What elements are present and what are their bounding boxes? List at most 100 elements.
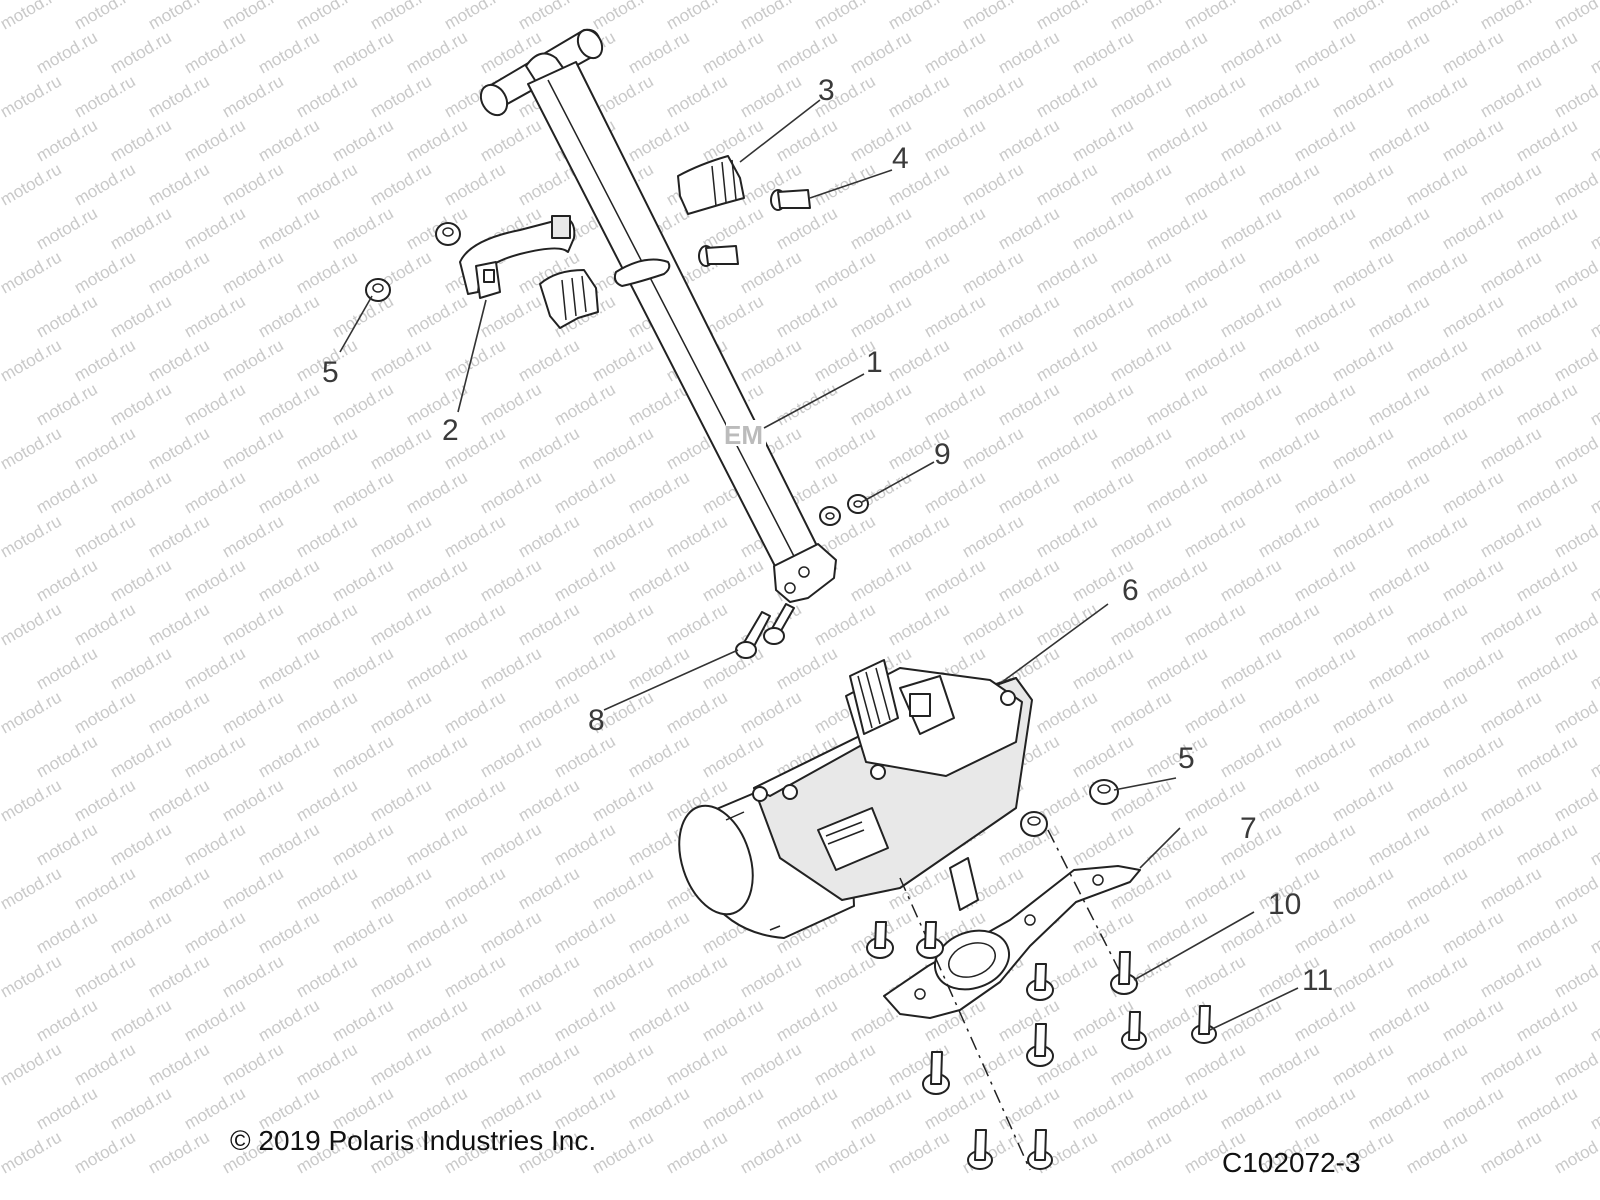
watermark-text: motod.ru xyxy=(1587,1083,1600,1133)
watermark-text: motod.ru xyxy=(71,1039,139,1089)
watermark-text: motod.ru xyxy=(1365,27,1433,77)
watermark-text: motod.ru xyxy=(773,1083,841,1133)
watermark-text: motod.ru xyxy=(847,203,915,253)
watermark-text: motod.ru xyxy=(885,511,953,561)
watermark-text: motod.ru xyxy=(1069,291,1137,341)
watermark-text: motod.ru xyxy=(0,335,65,385)
watermark-text: motod.ru xyxy=(1587,467,1600,517)
watermark-text: motod.ru xyxy=(145,423,213,473)
watermark-text: motod.ru xyxy=(1143,27,1211,77)
watermark-text: motod.ru xyxy=(293,775,361,825)
watermark-text: motod.ru xyxy=(847,1083,915,1133)
watermark-text: motod.ru xyxy=(737,335,805,385)
watermark-text: motod.ru xyxy=(181,27,249,77)
watermark-text: motod.ru xyxy=(1291,995,1359,1045)
watermark-text: motod.ru xyxy=(737,0,805,33)
watermark-text: motod.ru xyxy=(1439,819,1507,869)
watermark-text: motod.ru xyxy=(1033,247,1101,297)
watermark-text: motod.ru xyxy=(1365,379,1433,429)
watermark-text: motod.ru xyxy=(293,599,361,649)
watermark-text: motod.ru xyxy=(1403,687,1471,737)
copyright-notice: © 2019 Polaris Industries Inc. xyxy=(230,1125,596,1156)
watermark-text: motod.ru xyxy=(1181,423,1249,473)
watermark-text: motod.ru xyxy=(1217,995,1285,1045)
watermark-text: motod.ru xyxy=(1069,1083,1137,1133)
watermark-text: motod.ru xyxy=(367,335,435,385)
watermark-text: motod.ru xyxy=(1551,511,1600,561)
watermark-text: motod.ru xyxy=(773,291,841,341)
watermark-text: motod.ru xyxy=(1255,775,1323,825)
watermark-text: motod.ru xyxy=(1181,159,1249,209)
watermark-text: motod.ru xyxy=(625,1083,693,1133)
watermark-text: motod.ru xyxy=(1365,819,1433,869)
watermark-text: motod.ru xyxy=(1329,0,1397,33)
watermark-text: motod.ru xyxy=(625,467,693,517)
watermark-text: motod.ru xyxy=(1477,247,1545,297)
watermark-text: motod.ru xyxy=(1291,555,1359,605)
watermark-text: motod.ru xyxy=(551,555,619,605)
watermark-text: motod.ru xyxy=(1477,951,1545,1001)
watermark-text: motod.ru xyxy=(181,995,249,1045)
watermark-text: motod.ru xyxy=(329,555,397,605)
watermark-text: motod.ru xyxy=(477,115,545,165)
watermark-text: motod.ru xyxy=(847,27,915,77)
watermark-text: motod.ru xyxy=(477,379,545,429)
watermark-text: motod.ru xyxy=(0,511,65,561)
watermark-text: motod.ru xyxy=(959,159,1027,209)
watermark-text: motod.ru xyxy=(1107,0,1175,33)
watermark-text: motod.ru xyxy=(1217,731,1285,781)
watermark-text: motod.ru xyxy=(1181,599,1249,649)
watermark-text: motod.ru xyxy=(293,423,361,473)
watermark-text: motod.ru xyxy=(107,731,175,781)
watermark-text: motod.ru xyxy=(811,1127,879,1177)
watermark-text: motod.ru xyxy=(33,467,101,517)
watermark-text: motod.ru xyxy=(885,335,953,385)
watermark-text: motod.ru xyxy=(589,1127,657,1177)
watermark-text: motod.ru xyxy=(1069,115,1137,165)
watermark-text: motod.ru xyxy=(1107,599,1175,649)
watermark-text: motod.ru xyxy=(1255,423,1323,473)
watermark-text: motod.ru xyxy=(589,775,657,825)
watermark-text: motod.ru xyxy=(1107,511,1175,561)
watermark-text: motod.ru xyxy=(1403,159,1471,209)
watermark-text: motod.ru xyxy=(773,115,841,165)
watermark-text: motod.ru xyxy=(995,379,1063,429)
watermark-text: motod.ru xyxy=(921,27,989,77)
watermark-text: motod.ru xyxy=(1291,115,1359,165)
callout-11: 11 xyxy=(1302,964,1333,997)
watermark-text: motod.ru xyxy=(33,555,101,605)
watermark-text: motod.ru xyxy=(1403,1127,1471,1177)
watermark-text: motod.ru xyxy=(441,775,509,825)
watermark-text: motod.ru xyxy=(1551,159,1600,209)
watermark-text: motod.ru xyxy=(181,467,249,517)
watermark-text: motod.ru xyxy=(515,775,583,825)
watermark-text: motod.ru xyxy=(71,775,139,825)
watermark-text: motod.ru xyxy=(1587,379,1600,429)
watermark-text: motod.ru xyxy=(33,995,101,1045)
watermark-text: motod.ru xyxy=(1403,335,1471,385)
watermark-text: motod.ru xyxy=(71,71,139,121)
watermark-text: motod.ru xyxy=(181,379,249,429)
watermark-text: motod.ru xyxy=(1181,335,1249,385)
watermark-text: motod.ru xyxy=(1255,599,1323,649)
watermark-text: motod.ru xyxy=(1587,731,1600,781)
watermark-text: motod.ru xyxy=(33,1083,101,1133)
watermark-text: motod.ru xyxy=(33,819,101,869)
watermark-text: motod.ru xyxy=(107,115,175,165)
watermark-text: motod.ru xyxy=(1365,115,1433,165)
watermark-text: motod.ru xyxy=(515,511,583,561)
watermark-text: motod.ru xyxy=(589,0,657,33)
watermark-text: motod.ru xyxy=(1033,159,1101,209)
watermark-text: motod.ru xyxy=(145,863,213,913)
watermark-text: motod.ru xyxy=(1107,687,1175,737)
watermark-text: motod.ru xyxy=(589,951,657,1001)
watermark-text: motod.ru xyxy=(1107,159,1175,209)
watermark-text: motod.ru xyxy=(1181,0,1249,33)
watermark-text: motod.ru xyxy=(329,27,397,77)
watermark-text: motod.ru xyxy=(1513,379,1581,429)
watermark-text: motod.ru xyxy=(1587,203,1600,253)
watermark-text: motod.ru xyxy=(1439,379,1507,429)
watermark-text: motod.ru xyxy=(219,951,287,1001)
watermark-text: motod.ru xyxy=(737,687,805,737)
watermark-text: motod.ru xyxy=(1551,1127,1600,1177)
